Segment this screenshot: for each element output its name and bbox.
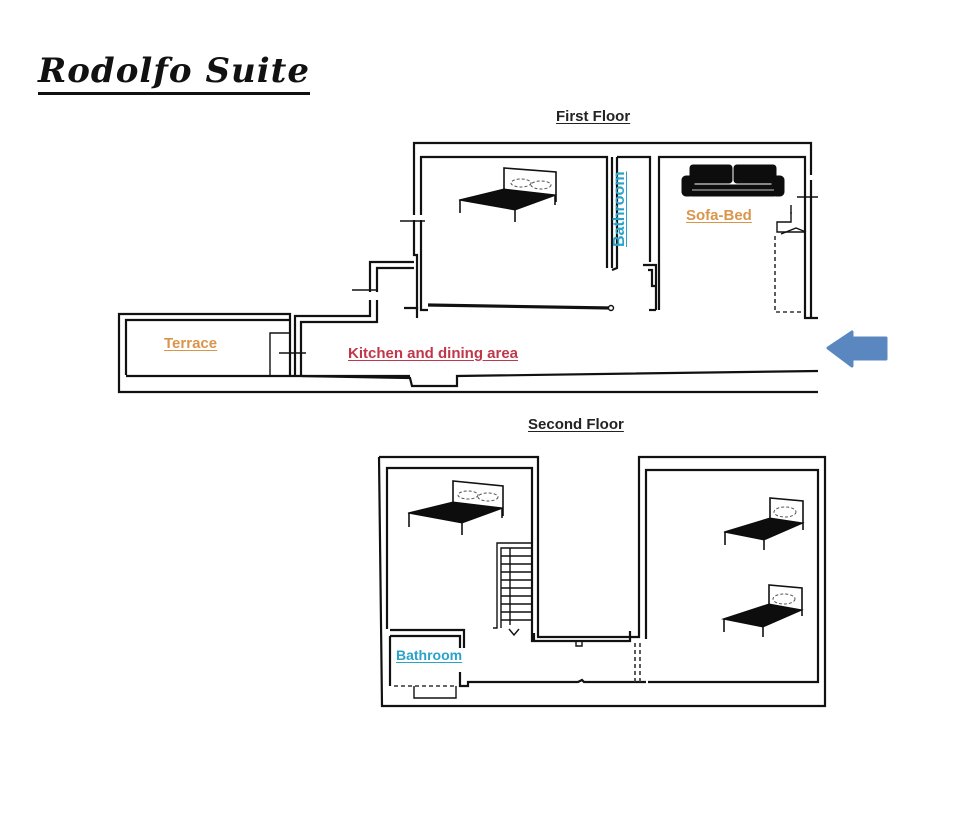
single-bed-icon — [723, 497, 805, 550]
room-label-terrace: Terrace — [164, 335, 218, 352]
page-title: Rodolfo Suite — [38, 52, 310, 95]
first-floor-plan — [117, 141, 819, 394]
room-label-sofa-bed: Sofa-Bed — [686, 207, 752, 224]
double-bed-icon — [458, 167, 557, 222]
entrance-arrow-icon — [826, 330, 888, 368]
double-bed-icon — [407, 480, 504, 535]
sofa-icon — [681, 164, 785, 197]
first-floor-heading: First Floor — [556, 108, 631, 125]
room-label-second-floor-bathroom: Bathroom — [396, 647, 463, 663]
second-floor-plan — [377, 455, 827, 708]
room-label-kitchen-dining: Kitchen and dining area — [348, 345, 519, 362]
staircase-icon — [493, 542, 532, 637]
room-label-first-floor-bathroom: Bathroom — [611, 171, 628, 247]
single-bed-icon — [721, 584, 804, 637]
second-floor-heading: Second Floor — [528, 416, 624, 433]
